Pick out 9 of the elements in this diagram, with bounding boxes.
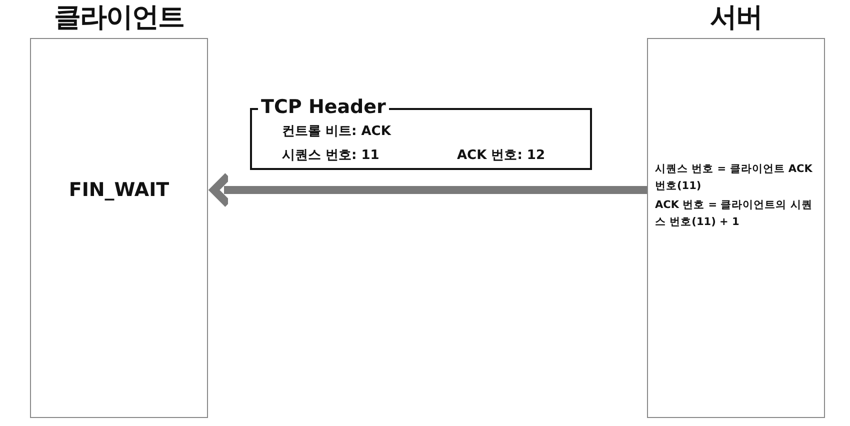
note-text: ACK 번호 = 클라이언트의 시퀀스 번호(11) + 1 [655, 198, 814, 230]
field-text: 컨트롤 비트: ACK [282, 123, 391, 140]
field-text: 시퀀스 번호: 11 [282, 147, 380, 164]
field-text: ACK 번호: 12 [457, 147, 546, 164]
host-heading: 클라이언트 [53, 1, 185, 35]
host-heading: 서버 [709, 1, 763, 35]
arrow [210, 172, 647, 208]
state-label: FIN_WAIT [68, 179, 170, 201]
note-text: 시퀀스 번호 = 클라이언트 ACK 번호(11) [655, 162, 814, 194]
